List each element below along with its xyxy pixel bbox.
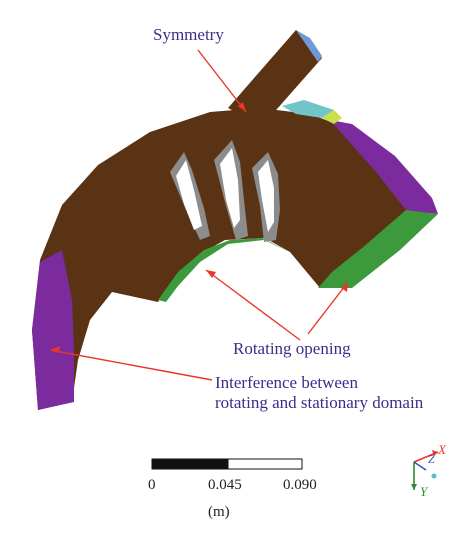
coordinate-triad-icon [411, 450, 439, 490]
label-rotating-opening: Rotating opening [233, 339, 351, 358]
scale-bar-white [227, 458, 303, 470]
scale-tick-mid: 0.045 [208, 477, 242, 493]
label-interference-line2: rotating and stationary domain [215, 393, 424, 412]
opening-face-arc [158, 238, 290, 302]
impeller-blades [170, 140, 280, 242]
scale-bar [151, 458, 303, 470]
scale-bar-outline [151, 458, 303, 470]
leader-arrows [49, 49, 349, 381]
arrow-heads [50, 102, 348, 353]
top-sliver-yellow [322, 110, 342, 124]
label-symmetry: Symmetry [153, 25, 224, 44]
scale-bar-black [152, 459, 228, 469]
arrow-opening-left [205, 269, 301, 341]
interface-strip-right [330, 120, 438, 214]
arrowhead-opening-left [206, 270, 216, 278]
label-interference-line1: Interference between [215, 373, 358, 392]
outlet-cap [296, 30, 322, 62]
arrow-symmetry [197, 49, 247, 113]
arrowhead-symmetry [238, 102, 246, 112]
arrow-opening-right [307, 281, 349, 335]
blade-2-face [220, 148, 240, 228]
arrow-interference [49, 349, 213, 381]
scale-tick-0: 0 [148, 477, 156, 493]
outlet-pipe [228, 30, 322, 126]
arrowhead-interference [50, 346, 60, 353]
blade-1-face [176, 160, 202, 230]
top-sliver-teal [282, 100, 334, 118]
interface-strip-left [32, 250, 74, 410]
opening-face-right [318, 210, 438, 288]
volute-body [32, 108, 430, 410]
arrowhead-opening-right [341, 282, 348, 292]
axis-label-x: X [438, 442, 446, 457]
scale-tick-max: 0.090 [283, 477, 317, 493]
blade-3-face [258, 160, 274, 232]
axis-label-z: Z [428, 452, 435, 466]
scale-unit: (m) [208, 504, 230, 520]
axis-label-y: Y [420, 484, 428, 499]
